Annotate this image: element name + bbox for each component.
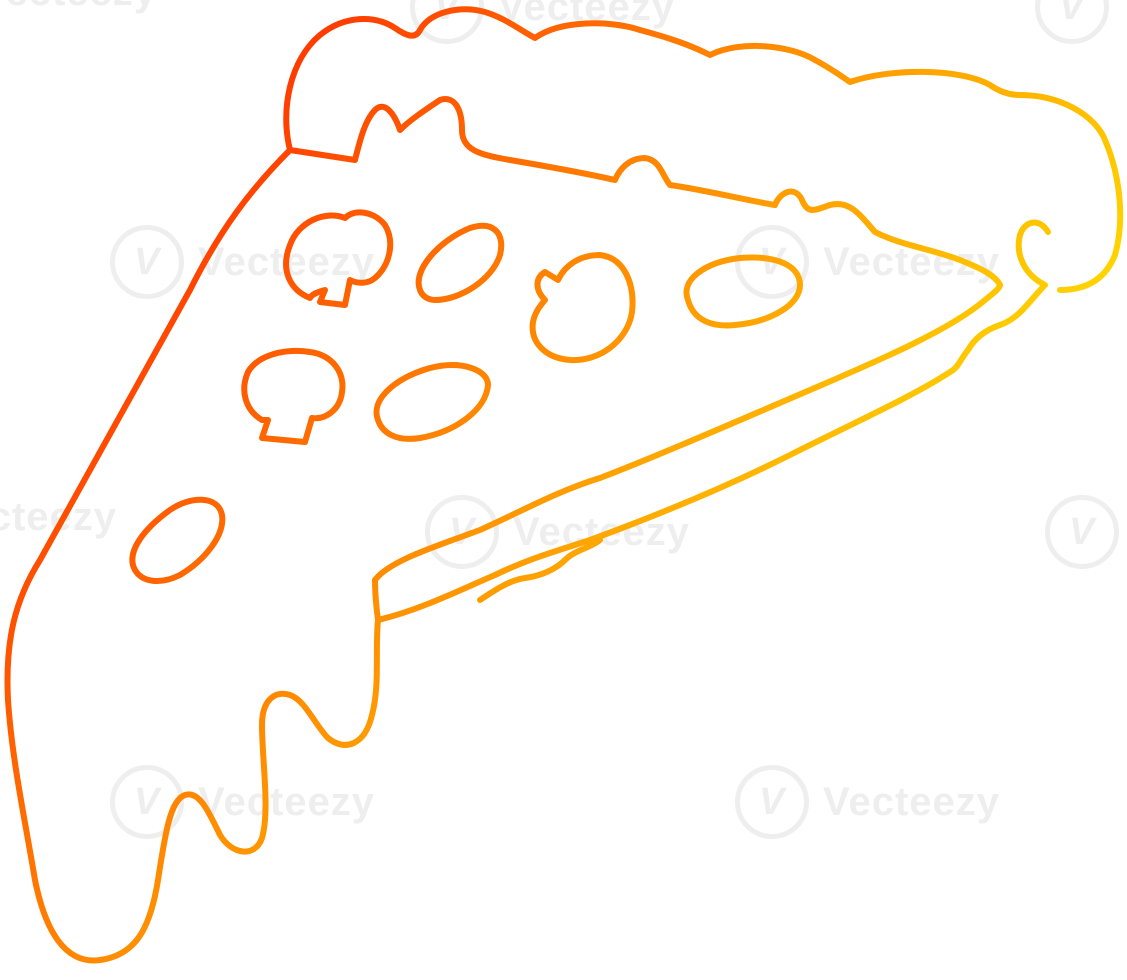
mushroom-topping: [241, 347, 346, 445]
mushroom-topping: [529, 252, 636, 364]
oval-topping: [415, 222, 505, 303]
cheese-layer-line: [372, 282, 1003, 583]
crust-outline: [283, 6, 1124, 293]
crust-curl: [947, 219, 1051, 375]
slice-left-edge: [4, 147, 381, 964]
cheese-drip-line: [372, 537, 603, 623]
crust-inner-edge: [287, 96, 1003, 288]
oval-topping: [373, 362, 491, 442]
mushroom-topping: [283, 209, 394, 308]
oval-topping: [129, 496, 226, 584]
oval-topping: [683, 254, 803, 329]
slice-bottom-edge: [375, 369, 953, 623]
